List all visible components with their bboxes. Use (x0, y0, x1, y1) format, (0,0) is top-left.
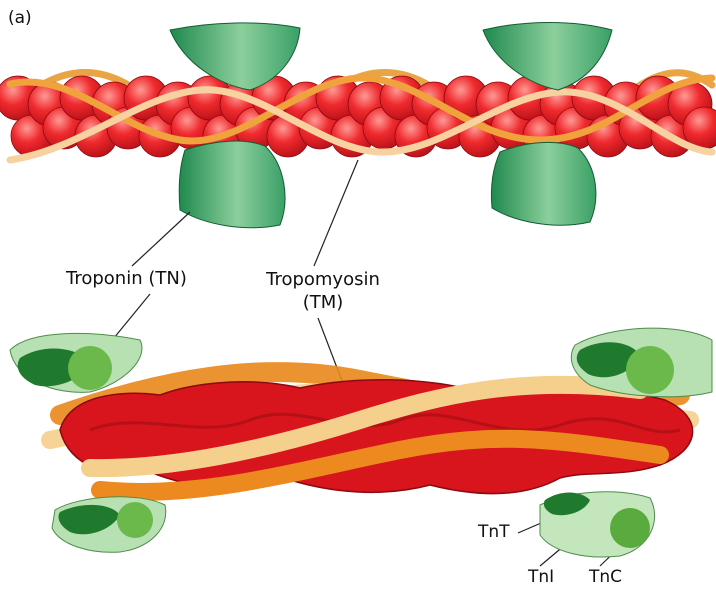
tropomyosin-label: Tropomyosin (TM) (266, 269, 380, 313)
troponin-leader (131, 211, 191, 267)
tnc-label: TnC (589, 567, 623, 587)
tropomyosin-strand-front-1 (6, 74, 716, 145)
tm-ribbon-front (91, 429, 669, 501)
troponin-blob (169, 22, 301, 91)
actin-texture (89, 412, 681, 434)
schematic-filament (0, 69, 716, 164)
tnt-subunit (543, 492, 590, 516)
tnc-subunit (610, 508, 650, 548)
troponin-model-top-left (9, 332, 143, 393)
troponin-model-bottom-left (51, 496, 167, 553)
troponin-blob (490, 141, 597, 226)
troponin-blob (482, 22, 613, 91)
troponin-blob (178, 140, 286, 229)
troponin-label: Troponin (TN) (66, 268, 187, 289)
tropomyosin-leader (313, 159, 359, 267)
tm-ribbon-front (81, 375, 649, 478)
actin-body (59, 378, 694, 495)
molecular-model (9, 327, 713, 558)
actin-monomers (0, 75, 716, 158)
tnt-label: TnT (478, 522, 510, 542)
tropomyosin-strand-front-2 (6, 86, 716, 164)
troponin-model-bottom-right (539, 491, 655, 558)
troponin-complexes-schematic (169, 22, 613, 229)
troponin-model-top-right (570, 327, 713, 398)
panel-label: (a) (8, 8, 32, 28)
tni-label: TnI (528, 567, 555, 587)
